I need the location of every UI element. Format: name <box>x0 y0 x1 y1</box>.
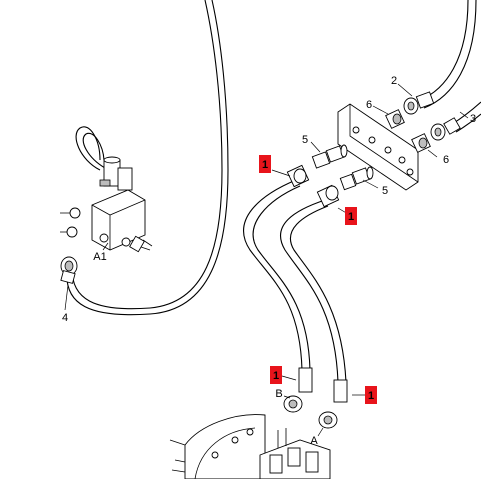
callout-3: 3 <box>470 113 476 125</box>
hose-1-a <box>279 184 348 429</box>
hose-tag-1-lower-right: 1 <box>365 386 377 404</box>
port-b-label: B <box>275 388 282 400</box>
callout-4: 4 <box>62 312 68 324</box>
callout-2: 2 <box>391 75 397 87</box>
hose-tag-1-mid-label: 1 <box>348 211 354 223</box>
adapter-5b <box>339 166 374 191</box>
hose-3 <box>430 101 481 141</box>
callout-a1: A1 <box>93 251 106 263</box>
valve-block-a1 <box>60 126 153 253</box>
hose-1-b <box>243 164 313 413</box>
callout-5-upper: 5 <box>302 134 308 146</box>
callout-6-upper: 6 <box>366 99 372 111</box>
hose-tag-1-mid: 1 <box>345 207 357 225</box>
bulkhead-fitting-6b <box>411 133 431 153</box>
bulkhead-fitting-6a <box>385 109 405 129</box>
hose-tag-1-upper: 1 <box>259 155 271 173</box>
callout-5-lower: 5 <box>382 185 388 197</box>
hose-4 <box>60 0 229 316</box>
hose-tag-1-upper-label: 1 <box>262 159 268 171</box>
hose-2 <box>403 0 477 115</box>
bulkhead-plate <box>337 103 419 191</box>
hose-tag-1-lower-left-label: 1 <box>273 370 279 382</box>
hose-4-end-fitting <box>60 256 78 284</box>
hose-tag-1-lower-right-label: 1 <box>368 390 374 402</box>
adapter-5a <box>311 144 348 169</box>
leader-lines <box>64 83 469 437</box>
port-a-label: A <box>310 435 318 447</box>
callout-6-lower: 6 <box>443 154 449 166</box>
pump-housing <box>169 414 331 479</box>
hose-tag-1-lower-left: 1 <box>270 366 282 384</box>
